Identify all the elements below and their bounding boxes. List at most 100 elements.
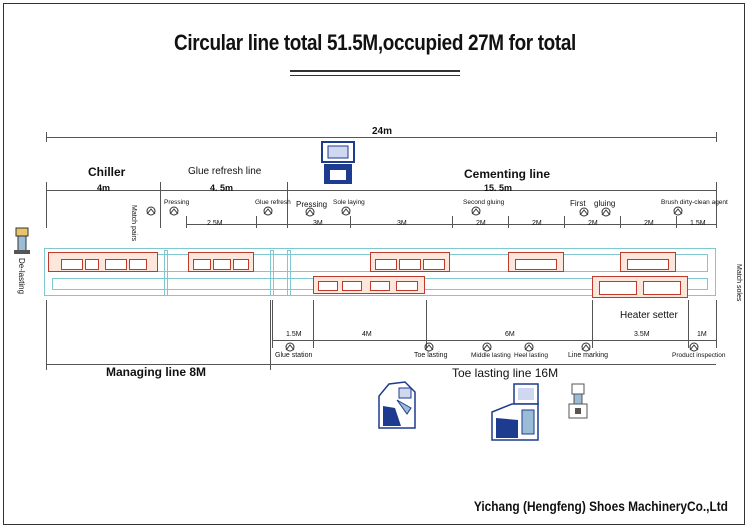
section-tick xyxy=(46,182,47,228)
toe-lasting-machine-icon xyxy=(378,381,416,429)
unit-panel xyxy=(129,259,147,270)
cementing-length: 15. 5m xyxy=(484,183,513,193)
dim-label: 2M xyxy=(644,220,654,227)
dim-tick xyxy=(564,216,565,228)
lower-line-oven xyxy=(313,276,425,294)
dim-tick xyxy=(426,300,427,348)
unit-panel xyxy=(515,259,557,270)
unit-panel xyxy=(105,259,127,270)
unit-panel xyxy=(342,281,362,291)
dim-tick xyxy=(313,300,314,348)
dim-tick xyxy=(256,216,257,228)
unit-panel xyxy=(599,281,637,295)
brush-label: Brush dirty-clean agent xyxy=(661,199,728,206)
dim-label: 1.5M xyxy=(286,331,302,338)
dim-label: 6M xyxy=(505,331,515,338)
dim-label: 4M xyxy=(362,331,372,338)
glue-refresh-station-label: Glue refresh xyxy=(255,199,291,206)
sole-press-machine-icon xyxy=(321,141,355,184)
dim-tick xyxy=(350,216,351,228)
unit-panel xyxy=(85,259,99,270)
dim-label: 1M xyxy=(697,331,707,338)
station-icon xyxy=(146,206,156,216)
overall-dimension-line xyxy=(46,137,716,138)
title-underline xyxy=(290,70,460,76)
dim-tick xyxy=(676,216,677,228)
bottom-section-line xyxy=(46,364,716,365)
dim-label: 2M xyxy=(476,220,486,227)
dim-tick xyxy=(508,216,509,228)
belt-joint xyxy=(164,250,168,296)
dim-tick xyxy=(620,216,621,228)
section-dimension-line xyxy=(46,190,716,191)
station-icon xyxy=(285,342,295,352)
bottom-dimension-line xyxy=(272,340,716,341)
chiller-unit xyxy=(48,252,158,272)
product-inspection-label: Product inspection xyxy=(672,352,726,359)
cementing-oven-2 xyxy=(508,252,564,272)
dim-label: 3M xyxy=(397,220,407,227)
dim-tick xyxy=(716,300,717,348)
station-icon xyxy=(601,207,611,217)
chiller-label: Chiller xyxy=(88,165,126,179)
dim-tick xyxy=(452,216,453,228)
managing-line-label: Managing line 8M xyxy=(106,365,207,379)
station-icon xyxy=(579,207,589,217)
station-icon xyxy=(263,206,273,216)
section-tick xyxy=(160,182,161,228)
glue-refresh-unit xyxy=(188,252,254,272)
line-marking-label: Line marking xyxy=(568,352,609,359)
conveyor-loop xyxy=(44,248,716,296)
dim-label: 2.5M xyxy=(207,220,223,227)
first-label: First xyxy=(570,199,586,208)
station-icon xyxy=(471,206,481,216)
station-icon xyxy=(689,342,699,352)
dim-label: 1.5M xyxy=(690,220,706,227)
station-icon xyxy=(424,342,434,352)
cementing-oven-3 xyxy=(620,252,676,272)
toe-lasting-station-label: Toe lasting xyxy=(414,352,448,359)
de-lasting-label: De-lasting xyxy=(17,258,26,295)
heater-setter-unit xyxy=(592,276,688,298)
unit-panel xyxy=(233,259,249,270)
belt-joint xyxy=(270,250,274,296)
toe-lasting-line-label: Toe lasting line 16M xyxy=(452,366,559,380)
match-pairs-label: Match pairs xyxy=(130,205,137,242)
unit-panel xyxy=(370,281,390,291)
glue-refresh-line-label: Glue refresh line xyxy=(188,166,262,177)
unit-panel xyxy=(396,281,418,291)
middle-lasting-label: Middle lasting xyxy=(471,352,511,359)
station-icon xyxy=(581,342,591,352)
station-icon xyxy=(169,206,179,216)
unit-panel xyxy=(399,259,421,270)
section-tick xyxy=(46,300,47,370)
unit-panel xyxy=(375,259,397,270)
overall-length-label: 24m xyxy=(372,126,393,137)
gluing-label: gluing xyxy=(594,199,616,208)
diagram-title: Circular line total 51.5M,occupied 27M f… xyxy=(174,30,576,55)
chiller-length: 4m xyxy=(97,183,111,193)
glue-station-label: Glue station xyxy=(275,352,313,359)
dim-tick xyxy=(272,300,273,348)
station-icon xyxy=(341,206,351,216)
cementing-line-label: Cementing line xyxy=(464,167,551,181)
dim-tick xyxy=(592,300,593,348)
company-footer: Yichang (Hengfeng) Shoes MachineryCo.,Lt… xyxy=(473,498,728,514)
line-marking-machine-icon xyxy=(568,383,588,419)
dim-label: 3.5M xyxy=(634,331,650,338)
heel-lasting-machine-icon xyxy=(491,383,539,441)
dim-label: 2M xyxy=(588,220,598,227)
pressing-label-1: Pressing xyxy=(164,199,190,206)
unit-panel xyxy=(61,259,83,270)
overall-tick-right xyxy=(716,132,717,142)
dim-label: 2M xyxy=(532,220,542,227)
station-icon xyxy=(305,207,315,217)
unit-panel xyxy=(643,281,681,295)
dim-tick xyxy=(186,216,187,228)
heater-setter-label: Heater setter xyxy=(620,310,678,321)
section-tick xyxy=(287,182,288,228)
station-icon xyxy=(482,342,492,352)
de-lasting-machine-icon xyxy=(14,227,30,254)
cementing-oven-1 xyxy=(370,252,450,272)
glue-refresh-length: 4. 5m xyxy=(210,183,234,193)
